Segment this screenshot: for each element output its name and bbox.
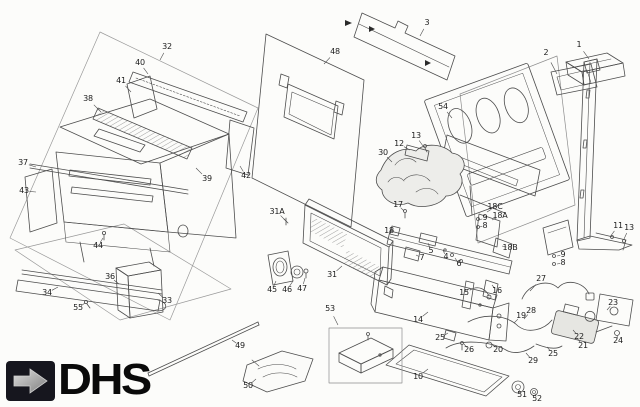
box-lid-1 [565, 52, 626, 86]
cabinet-assembly [24, 71, 255, 267]
shelf-2 [550, 63, 598, 96]
burner-14 [370, 266, 510, 342]
cabinet-boundary-outline [9, 31, 259, 321]
arrow-mark [345, 20, 352, 26]
accessory-box-53 [328, 327, 403, 384]
right-frame-column [576, 58, 633, 251]
rear-wall-panel-48 [251, 33, 365, 228]
gas-valve-assembly [445, 281, 634, 396]
left-leg-bracket [542, 219, 574, 266]
burner-support-4 [386, 209, 513, 275]
firebox-hearth-band [441, 134, 541, 259]
screw-31a [283, 217, 289, 226]
top-shield-panel-3 [345, 12, 456, 81]
front-rail-37 [29, 163, 189, 195]
log-bracket-12-13 [404, 144, 430, 162]
dhs-logo: DHS [6, 354, 152, 404]
blower-assembly [267, 250, 309, 286]
front-rail-assembly [15, 230, 167, 319]
pilot-assembly [461, 279, 499, 310]
ceramic-logs-30 [375, 144, 465, 207]
parts-bag-50 [242, 350, 314, 393]
dhs-logo-arrow-icon [6, 361, 55, 401]
dhs-logo-text: DHS [58, 354, 152, 404]
glass-rod-49 [147, 321, 260, 377]
glass-door-frame-31 [283, 198, 394, 299]
